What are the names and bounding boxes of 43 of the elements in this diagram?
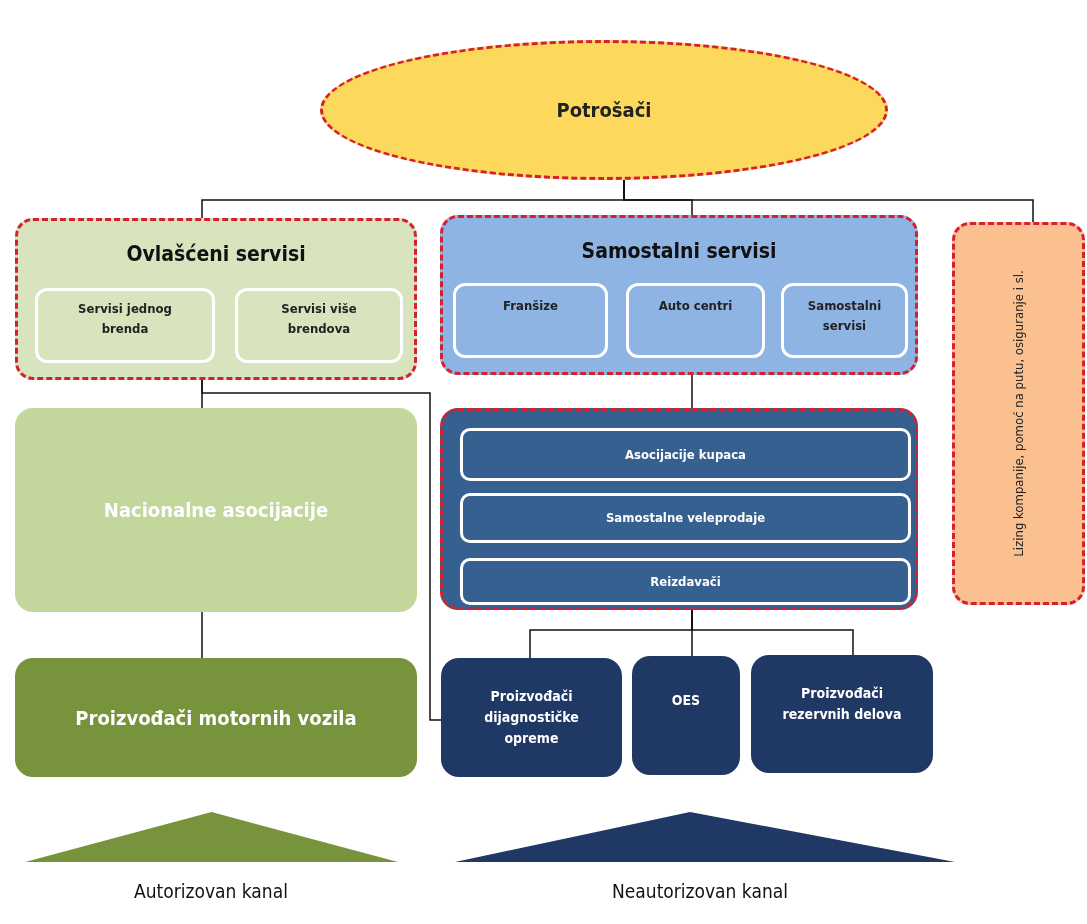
group-heading: Ovlašćeni servisi: [126, 241, 306, 268]
group-box: [15, 218, 417, 380]
process-box: [460, 493, 911, 543]
node-text: Proizvođači motornih vozila: [75, 704, 357, 732]
process-box: [35, 288, 215, 363]
node-text: Potrošači: [556, 97, 652, 124]
connector-line: [691, 374, 693, 409]
triangle-shape: [25, 812, 398, 862]
node-text: Auto centri: [658, 297, 733, 315]
node-text: Samostalni servisi: [806, 297, 883, 335]
process-box: [781, 283, 908, 358]
connector-line: [201, 611, 203, 659]
process-box: [15, 658, 417, 777]
channel-label: Neautorizovan kanal: [611, 880, 789, 902]
node-text: Asocijacije kupaca: [625, 445, 746, 464]
process-box: [952, 222, 1085, 605]
group-box: [440, 408, 918, 610]
process-box: [235, 288, 403, 363]
channel-label: Autorizovan kanal: [133, 880, 289, 902]
node-text: Reizdavači: [650, 572, 721, 591]
process-box: [751, 655, 933, 773]
node-text: Lizing kompanije, pomoć na putu, osiguranje i sl.: [1010, 269, 1027, 559]
group-box: [440, 215, 918, 375]
node-text: Servisi jednog brenda: [77, 300, 173, 338]
process-box: [441, 658, 622, 777]
node-text: Nacionalne asocijacije: [103, 497, 329, 524]
triangle-shape: [455, 812, 955, 862]
process-box: [453, 283, 608, 358]
node-text: Franšize: [503, 297, 558, 315]
process-box: [632, 656, 740, 775]
node-text: OES: [671, 691, 701, 710]
process-box: [626, 283, 765, 358]
process-box: [15, 408, 417, 612]
connector-line: [623, 179, 1034, 223]
node-text: Proizvođači dijagnostičke opreme: [483, 687, 580, 748]
node-text: Proizvođači rezervnih delova: [781, 684, 903, 724]
connector-line: [201, 379, 442, 721]
process-box: [460, 558, 911, 605]
process-box: [460, 428, 911, 481]
node-text: Servisi više brendova: [280, 300, 358, 338]
node-text: Samostalne veleprodaje: [605, 509, 766, 528]
group-heading: Samostalni servisi: [581, 238, 777, 265]
connector-line: [691, 609, 854, 656]
